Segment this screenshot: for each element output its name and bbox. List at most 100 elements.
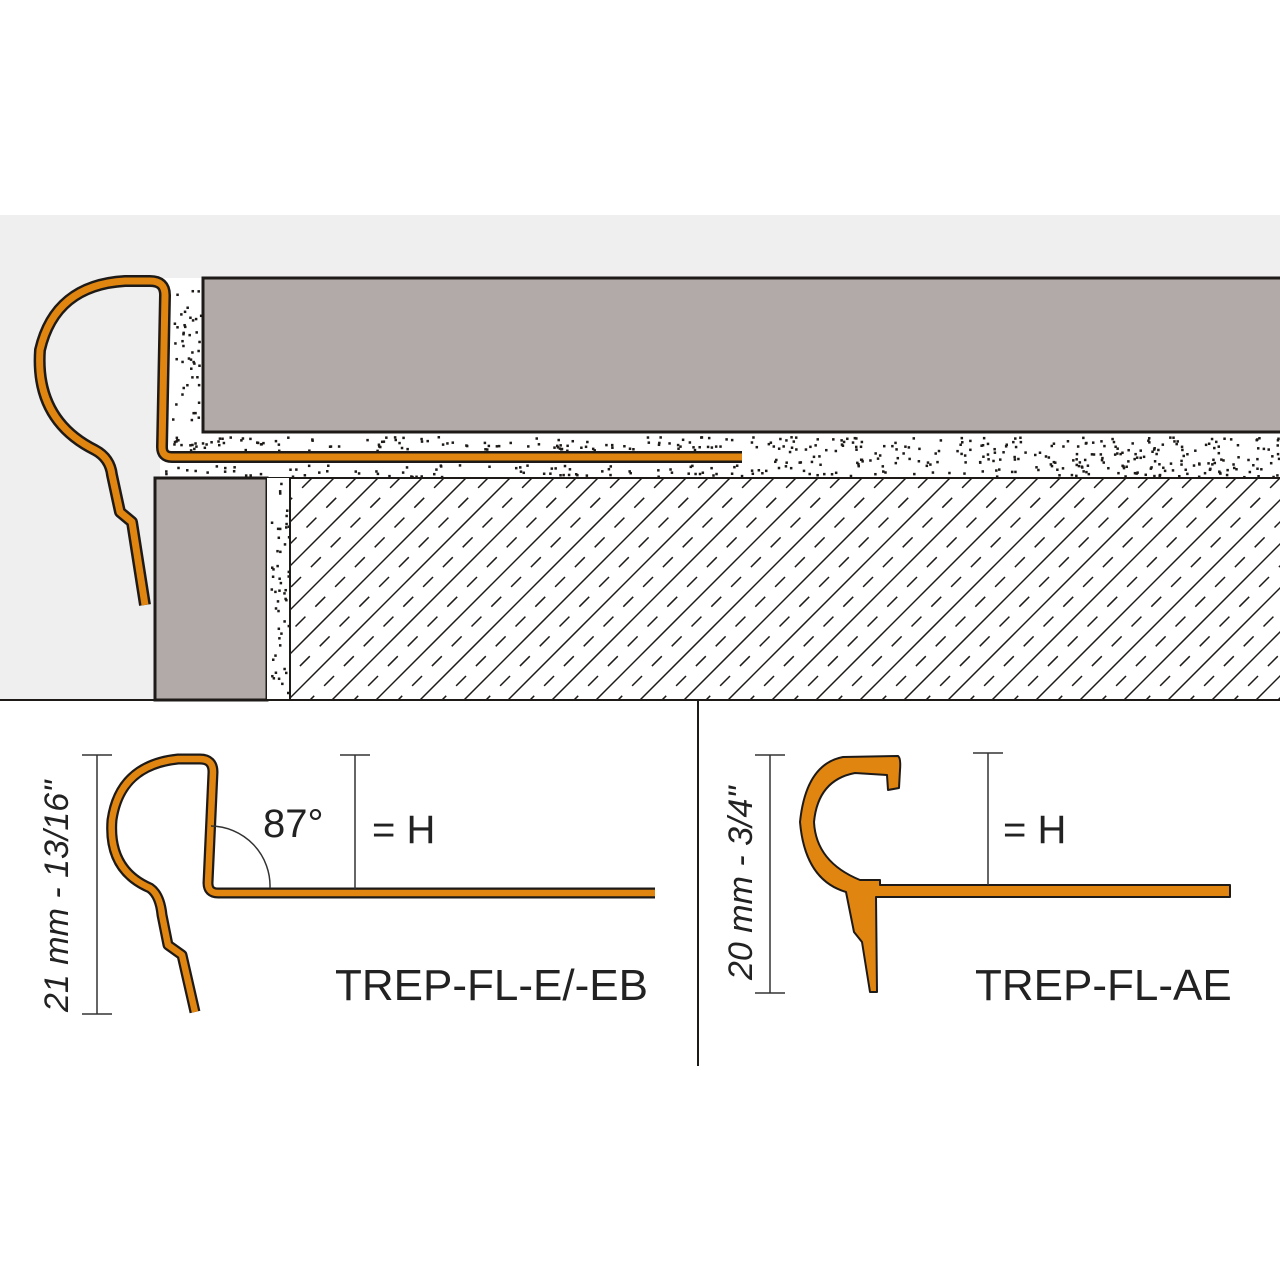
speckle bbox=[830, 473, 834, 476]
speckle bbox=[1213, 446, 1216, 450]
speckle bbox=[710, 466, 713, 470]
speckle bbox=[1004, 445, 1008, 448]
speckle bbox=[628, 470, 631, 473]
speckle bbox=[1207, 462, 1210, 465]
speckle bbox=[249, 437, 252, 441]
speckle bbox=[1256, 457, 1259, 461]
speckle bbox=[1125, 465, 1128, 469]
speckle bbox=[180, 313, 183, 316]
speckle bbox=[1256, 467, 1259, 470]
speckle bbox=[285, 514, 288, 518]
speckle bbox=[218, 443, 221, 447]
speckle bbox=[180, 443, 183, 447]
speckle bbox=[691, 464, 694, 468]
speckle bbox=[1134, 452, 1137, 456]
speckle bbox=[904, 445, 907, 448]
hatch-line bbox=[419, 478, 643, 700]
speckle bbox=[198, 340, 201, 344]
speckle bbox=[1235, 468, 1238, 471]
speckle bbox=[855, 437, 858, 440]
speckle bbox=[629, 471, 632, 475]
speckle bbox=[483, 441, 487, 445]
speckle bbox=[1054, 461, 1057, 464]
speckle bbox=[278, 644, 282, 647]
speckle bbox=[196, 375, 199, 379]
speckle bbox=[1038, 451, 1042, 454]
speckle bbox=[809, 445, 812, 449]
speckle bbox=[571, 439, 575, 443]
speckle bbox=[1223, 437, 1226, 440]
speckle bbox=[326, 470, 329, 473]
speckle bbox=[693, 448, 697, 452]
speckle bbox=[1019, 436, 1022, 440]
speckle bbox=[394, 438, 397, 442]
speckle bbox=[400, 446, 404, 450]
speckle bbox=[874, 472, 877, 476]
speckle bbox=[176, 326, 179, 329]
speckle bbox=[514, 466, 518, 470]
speckle bbox=[484, 448, 487, 451]
hatch-line bbox=[551, 478, 775, 700]
speckle bbox=[1047, 456, 1051, 459]
hatch-dash-line bbox=[837, 478, 1061, 700]
speckle bbox=[1014, 437, 1017, 440]
speckle bbox=[1153, 460, 1157, 463]
speckle bbox=[995, 469, 998, 472]
speckle bbox=[706, 445, 710, 449]
speckle bbox=[376, 449, 379, 453]
speckle bbox=[285, 598, 288, 602]
h-label: = H bbox=[372, 808, 435, 852]
speckle bbox=[585, 474, 589, 477]
speckle bbox=[560, 448, 563, 451]
speckle bbox=[676, 443, 680, 447]
speckle bbox=[240, 439, 243, 442]
speckle bbox=[256, 441, 260, 445]
speckle bbox=[908, 457, 911, 461]
speckle bbox=[934, 452, 937, 455]
speckle bbox=[963, 472, 966, 475]
speckle bbox=[714, 445, 718, 448]
speckle bbox=[859, 458, 863, 461]
product-name: TREP-FL-E/-EB bbox=[335, 961, 648, 1010]
height-dimension-bracket bbox=[755, 754, 785, 994]
speckle bbox=[567, 473, 571, 477]
speckle bbox=[1139, 449, 1142, 452]
cross-section bbox=[0, 215, 1280, 702]
speckle bbox=[1247, 458, 1250, 462]
speckle bbox=[274, 607, 278, 610]
speckle bbox=[270, 566, 274, 569]
hatch-dash-line bbox=[1145, 564, 1280, 700]
speckle bbox=[1162, 466, 1165, 470]
speckle bbox=[194, 411, 197, 415]
speckle bbox=[1271, 455, 1274, 458]
speckle bbox=[584, 445, 588, 449]
speckle bbox=[1178, 474, 1181, 478]
speckle bbox=[1100, 440, 1103, 443]
speckle bbox=[1037, 468, 1040, 472]
speckle bbox=[1050, 464, 1054, 468]
speckle bbox=[999, 458, 1002, 461]
speckle bbox=[808, 472, 811, 476]
speckle bbox=[1218, 470, 1221, 473]
speckle bbox=[846, 437, 849, 441]
speckle bbox=[712, 474, 715, 477]
hatch-line bbox=[1035, 478, 1259, 700]
speckle bbox=[435, 468, 438, 471]
speckle bbox=[287, 536, 291, 539]
speckle bbox=[1184, 468, 1187, 472]
speckle bbox=[1119, 452, 1122, 456]
speckle bbox=[280, 632, 283, 635]
speckle bbox=[689, 465, 693, 469]
speckle bbox=[1019, 440, 1023, 444]
hatch-dash-line bbox=[529, 478, 753, 700]
speckle bbox=[1277, 457, 1280, 461]
speckle bbox=[993, 451, 997, 454]
hatch-dash-line bbox=[353, 478, 577, 700]
speckle bbox=[191, 289, 195, 293]
speckle bbox=[1005, 443, 1008, 446]
speckle bbox=[993, 447, 996, 451]
speckle bbox=[173, 440, 177, 444]
speckle bbox=[406, 447, 409, 451]
speckle bbox=[223, 470, 227, 473]
speckle bbox=[283, 620, 286, 623]
